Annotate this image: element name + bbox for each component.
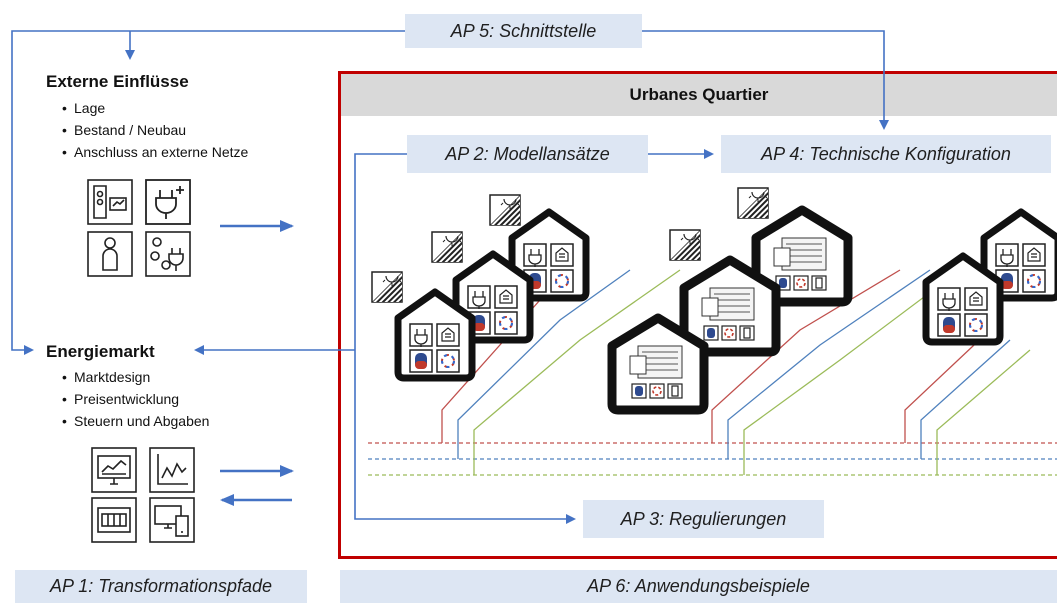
meter-display-icon <box>91 497 137 543</box>
solar-panel-icon <box>371 271 403 303</box>
ap6-anwendungsbeispiele-label: AP 6: Anwendungsbeispiele <box>340 570 1057 603</box>
energiemarkt-heading: Energiemarkt <box>46 342 155 361</box>
monitor-chart-icon <box>91 447 137 493</box>
list-item: Preisentwicklung <box>46 388 209 410</box>
solar-panel-icon <box>489 194 521 226</box>
line-chart-icon <box>149 447 195 493</box>
ap2-modellansaetze-label: AP 2: Modellansätze <box>407 135 648 173</box>
list-item: Steuern und Abgaben <box>46 410 209 432</box>
people-plug-icon <box>145 231 191 277</box>
externe-einfluesse-heading: Externe Einflüsse <box>46 72 189 91</box>
urbanes-quartier-title: Urbanes Quartier <box>341 74 1057 116</box>
plug-plus-icon <box>145 179 191 225</box>
devices-icon <box>149 497 195 543</box>
solar-panel-icon <box>669 229 701 261</box>
ap3-regulierungen-label: AP 3: Regulierungen <box>583 500 824 538</box>
ap4-technische-konfiguration-label: AP 4: Technische Konfiguration <box>721 135 1051 173</box>
connector-arrows <box>11 30 889 524</box>
list-item: Lage <box>46 97 248 119</box>
list-item: Marktdesign <box>46 366 209 388</box>
list-item: Bestand / Neubau <box>46 119 248 141</box>
ap1-transformationspfade-label: AP 1: Transformationspfade <box>15 570 307 603</box>
ap5-schnittstelle-label: AP 5: Schnittstelle <box>405 14 642 48</box>
list-item: Anschluss an externe Netze <box>46 141 248 163</box>
energiemarkt-list: Marktdesign Preisentwicklung Steuern und… <box>46 366 209 432</box>
externe-einfluesse-list: Lage Bestand / Neubau Anschluss an exter… <box>46 97 248 163</box>
solar-panel-icon <box>431 231 463 263</box>
urbanes-quartier-frame: Urbanes Quartier <box>338 71 1057 559</box>
person-icon <box>87 231 133 277</box>
meter-cabinet-icon <box>87 179 133 225</box>
solar-panel-icon <box>737 187 769 219</box>
